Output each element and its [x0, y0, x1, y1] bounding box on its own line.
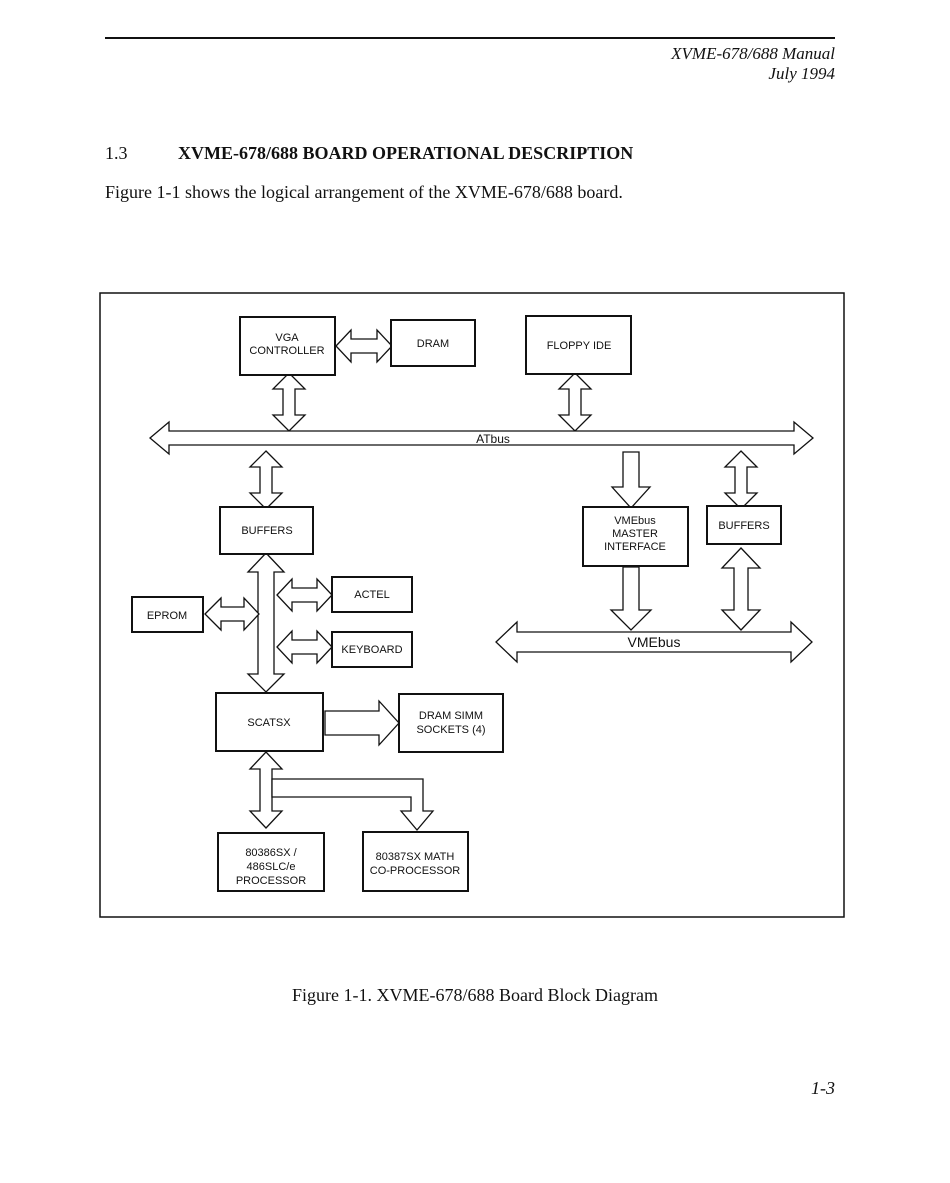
page-number: 1-3: [811, 1078, 835, 1098]
scatsx-dram-simm-arrow: [324, 699, 400, 747]
atbus-vmebus-master-arrow: [610, 451, 652, 509]
section-title: XVME-678/688 BOARD OPERATIONAL DESCRIPTI…: [178, 143, 634, 163]
vmebus-master-line: INTERFACE: [604, 541, 666, 553]
atbus-label: ATbus: [476, 432, 510, 446]
dram-simm-line: DRAM SIMM: [419, 710, 483, 722]
processor-line: 486SLC/e: [247, 861, 296, 873]
eprom-bus-arrow: [204, 596, 260, 632]
figure-caption: Figure 1-1. XVME-678/688 Board Block Dia…: [292, 985, 658, 1005]
keyboard-block: KEYBOARD: [331, 631, 413, 668]
diagram-frame: [99, 292, 845, 918]
buffers-left-block: BUFFERS: [219, 506, 314, 555]
vga-controller-block: VGA CONTROLLER: [239, 316, 336, 376]
buffers-right-vmebus-arrow: [720, 547, 762, 631]
vmebus-label: VMEbus: [628, 634, 681, 650]
vga-controller-line: VGA: [275, 332, 299, 344]
scatsx-label: SCATSX: [247, 717, 291, 729]
buffers-left-label: BUFFERS: [241, 525, 292, 537]
vmebus-master-interface-block: VMEbus MASTER INTERFACE: [582, 506, 689, 567]
keyboard-label: KEYBOARD: [341, 644, 402, 656]
processor-block: 80386SX / 486SLC/e PROCESSOR: [217, 832, 325, 892]
processor-line: PROCESSOR: [236, 875, 306, 887]
floppy-ide-block: FLOPPY IDE: [525, 315, 632, 375]
vmebus-master-line: MASTER: [612, 528, 658, 540]
buffers-right-label: BUFFERS: [718, 520, 769, 532]
floppy-ide-label: FLOPPY IDE: [547, 340, 612, 352]
section-intro: Figure 1-1 shows the logical arrangement…: [105, 182, 623, 202]
scatsx-processor-arrow: [248, 751, 284, 829]
vmebus-master-vmebus-arrow: [609, 566, 653, 631]
dram-block: DRAM: [390, 319, 476, 367]
dram-simm-sockets-block: DRAM SIMM SOCKETS (4): [398, 693, 504, 753]
coprocessor-line: CO-PROCESSOR: [370, 865, 461, 877]
block-diagram-canvas: VGA CONTROLLER DRAM FLOPPY IDE BUFFERS V…: [99, 292, 845, 918]
actel-label: ACTEL: [354, 589, 389, 601]
vmebus-arrow: [495, 620, 813, 664]
eprom-block: EPROM: [131, 596, 204, 633]
actel-block: ACTEL: [331, 576, 413, 613]
processor-line: 80386SX /: [245, 847, 297, 859]
buffers-right-block: BUFFERS: [706, 505, 782, 545]
dram-simm-line: SOCKETS (4): [416, 724, 485, 736]
eprom-label: EPROM: [147, 610, 187, 622]
header-rule: [105, 37, 835, 39]
section-number: 1.3: [105, 143, 128, 163]
dram-label: DRAM: [417, 338, 449, 350]
scatsx-block: SCATSX: [215, 692, 324, 752]
coprocessor-line: 80387SX MATH: [376, 851, 455, 863]
vmebus-master-line: VMEbus: [614, 515, 656, 527]
header-date: July 1994: [768, 64, 835, 83]
scatsx-coprocessor-arrow: [271, 778, 435, 832]
vga-controller-line: CONTROLLER: [249, 345, 324, 357]
block-diagram: VGA CONTROLLER DRAM FLOPPY IDE BUFFERS V…: [99, 292, 845, 918]
header-manual-title: XVME-678/688 Manual: [671, 44, 835, 63]
atbus-arrow: [148, 420, 815, 456]
math-coprocessor-block: 80387SX MATH CO-PROCESSOR: [362, 831, 469, 892]
